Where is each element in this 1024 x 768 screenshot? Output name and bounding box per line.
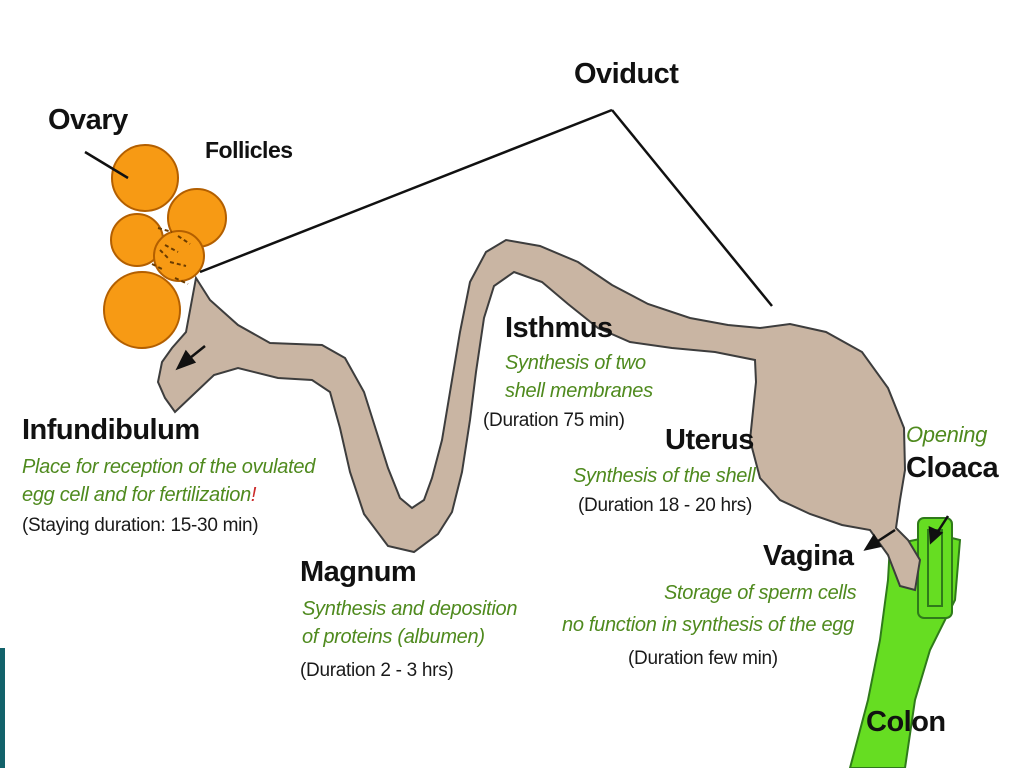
uterus-duration: (Duration 18 - 20 hrs) xyxy=(578,495,752,516)
left-accent-bar xyxy=(0,648,5,768)
vagina-function-line1: Storage of sperm cells xyxy=(664,582,857,604)
magnum-function-line2: of proteins (albumen) xyxy=(302,626,485,648)
oviduct-tube xyxy=(156,238,922,592)
infundibulum-duration: (Staying duration: 15-30 min) xyxy=(22,515,259,536)
infundibulum-function-line2: egg cell and for fertilization! xyxy=(22,484,257,506)
cloaca-label: Cloaca xyxy=(906,452,999,484)
magnum-title: Magnum xyxy=(300,556,417,588)
uterus-title: Uterus xyxy=(665,424,754,456)
vagina-duration: (Duration few min) xyxy=(628,648,778,669)
oviduct-label: Oviduct xyxy=(574,58,679,90)
uterus-function-line1: Synthesis of the shell xyxy=(573,465,756,487)
magnum-duration: (Duration 2 - 3 hrs) xyxy=(300,660,454,681)
infundibulum-function-line1: Place for reception of the ovulated xyxy=(22,456,316,478)
isthmus-function-line2: shell membranes xyxy=(505,380,653,402)
isthmus-title: Isthmus xyxy=(505,312,613,344)
opening-label: Opening xyxy=(906,422,988,447)
isthmus-duration: (Duration 75 min) xyxy=(483,410,625,431)
leader-lines xyxy=(84,108,773,307)
isthmus-function-line1: Synthesis of two xyxy=(505,352,646,374)
arrows xyxy=(175,345,950,551)
colon-label: Colon xyxy=(866,706,946,738)
vagina-title: Vagina xyxy=(763,540,854,572)
ovary-follicles xyxy=(103,144,227,349)
infundibulum-title: Infundibulum xyxy=(22,414,200,446)
ovary-label: Ovary xyxy=(48,104,128,136)
infundibulum-exclamation: ! xyxy=(250,484,257,506)
follicles-label: Follicles xyxy=(205,137,293,163)
magnum-function-line1: Synthesis and deposition xyxy=(302,598,518,620)
vagina-function-line2: no function in synthesis of the egg xyxy=(562,614,854,636)
